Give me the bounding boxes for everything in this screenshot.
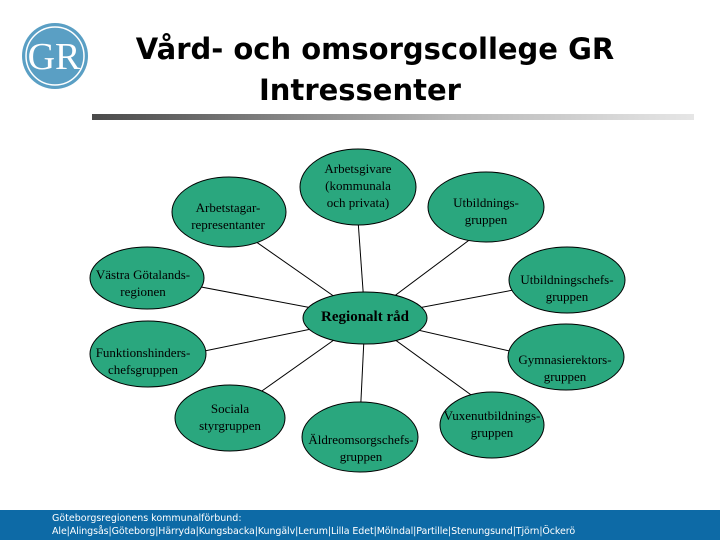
label-vastra-gotalandsregionen: Västra Götalands- regionen	[95, 267, 191, 299]
label-aldreomsorgschefsgruppen: Äldreomsorgschefs- gruppen	[308, 432, 414, 464]
title-divider	[92, 114, 694, 120]
node-sociala-styrgruppen	[174, 384, 286, 452]
svg-text:GR: GR	[28, 36, 81, 78]
node-utbildningschefsgruppen	[508, 246, 626, 314]
label-regionalt-rad: Regionalt råd	[321, 309, 409, 325]
label-gymnasierektorsgruppen: Gymnasierektors- gruppen	[518, 352, 612, 384]
label-arbetstagarrepresentanter: Arbetstagar- representanter	[191, 200, 265, 232]
label-vuxenutbildningsgruppen: Vuxenutbildnings- gruppen	[443, 408, 541, 440]
label-utbildningsgruppen: Utbildnings- gruppen	[453, 195, 519, 227]
footer-municipalities: Ale|Alingsås|Göteborg|Härryda|Kungsbacka…	[52, 526, 576, 537]
node-aldreomsorgschefsgruppen	[301, 401, 419, 473]
label-sociala-styrgruppen: Sociala styrgruppen	[199, 401, 261, 433]
node-vuxenutbildningsgruppen	[439, 391, 545, 459]
label-arbetsgivare: Arbetsgivare (kommunala och privata)	[324, 161, 392, 210]
label-funktionshinderschefsgruppen: Funktionshinders- chefsgruppen	[95, 345, 191, 377]
node-vastra-gotalandsregionen	[89, 246, 205, 310]
footer-bar: Göteborgsregionens kommunalförbund: Ale|…	[0, 510, 720, 540]
node-funktionshinderschefsgruppen	[89, 320, 207, 388]
page-subtitle: Intressenter	[259, 73, 461, 107]
gr-logo: GR	[22, 23, 88, 89]
node-utbildningsgruppen	[427, 171, 545, 243]
page-title: Vård- och omsorgscollege GR	[135, 32, 615, 66]
node-arbetstagarrepresentanter	[171, 176, 287, 248]
node-gymnasierektorsgruppen	[507, 323, 625, 391]
node-regionalt-rad	[302, 291, 428, 345]
footer-org-name: Göteborgsregionens kommunalförbund:	[52, 513, 242, 524]
label-utbildningschefsgruppen: Utbildningschefs- gruppen	[520, 272, 614, 304]
node-arbetsgivare	[299, 148, 417, 226]
